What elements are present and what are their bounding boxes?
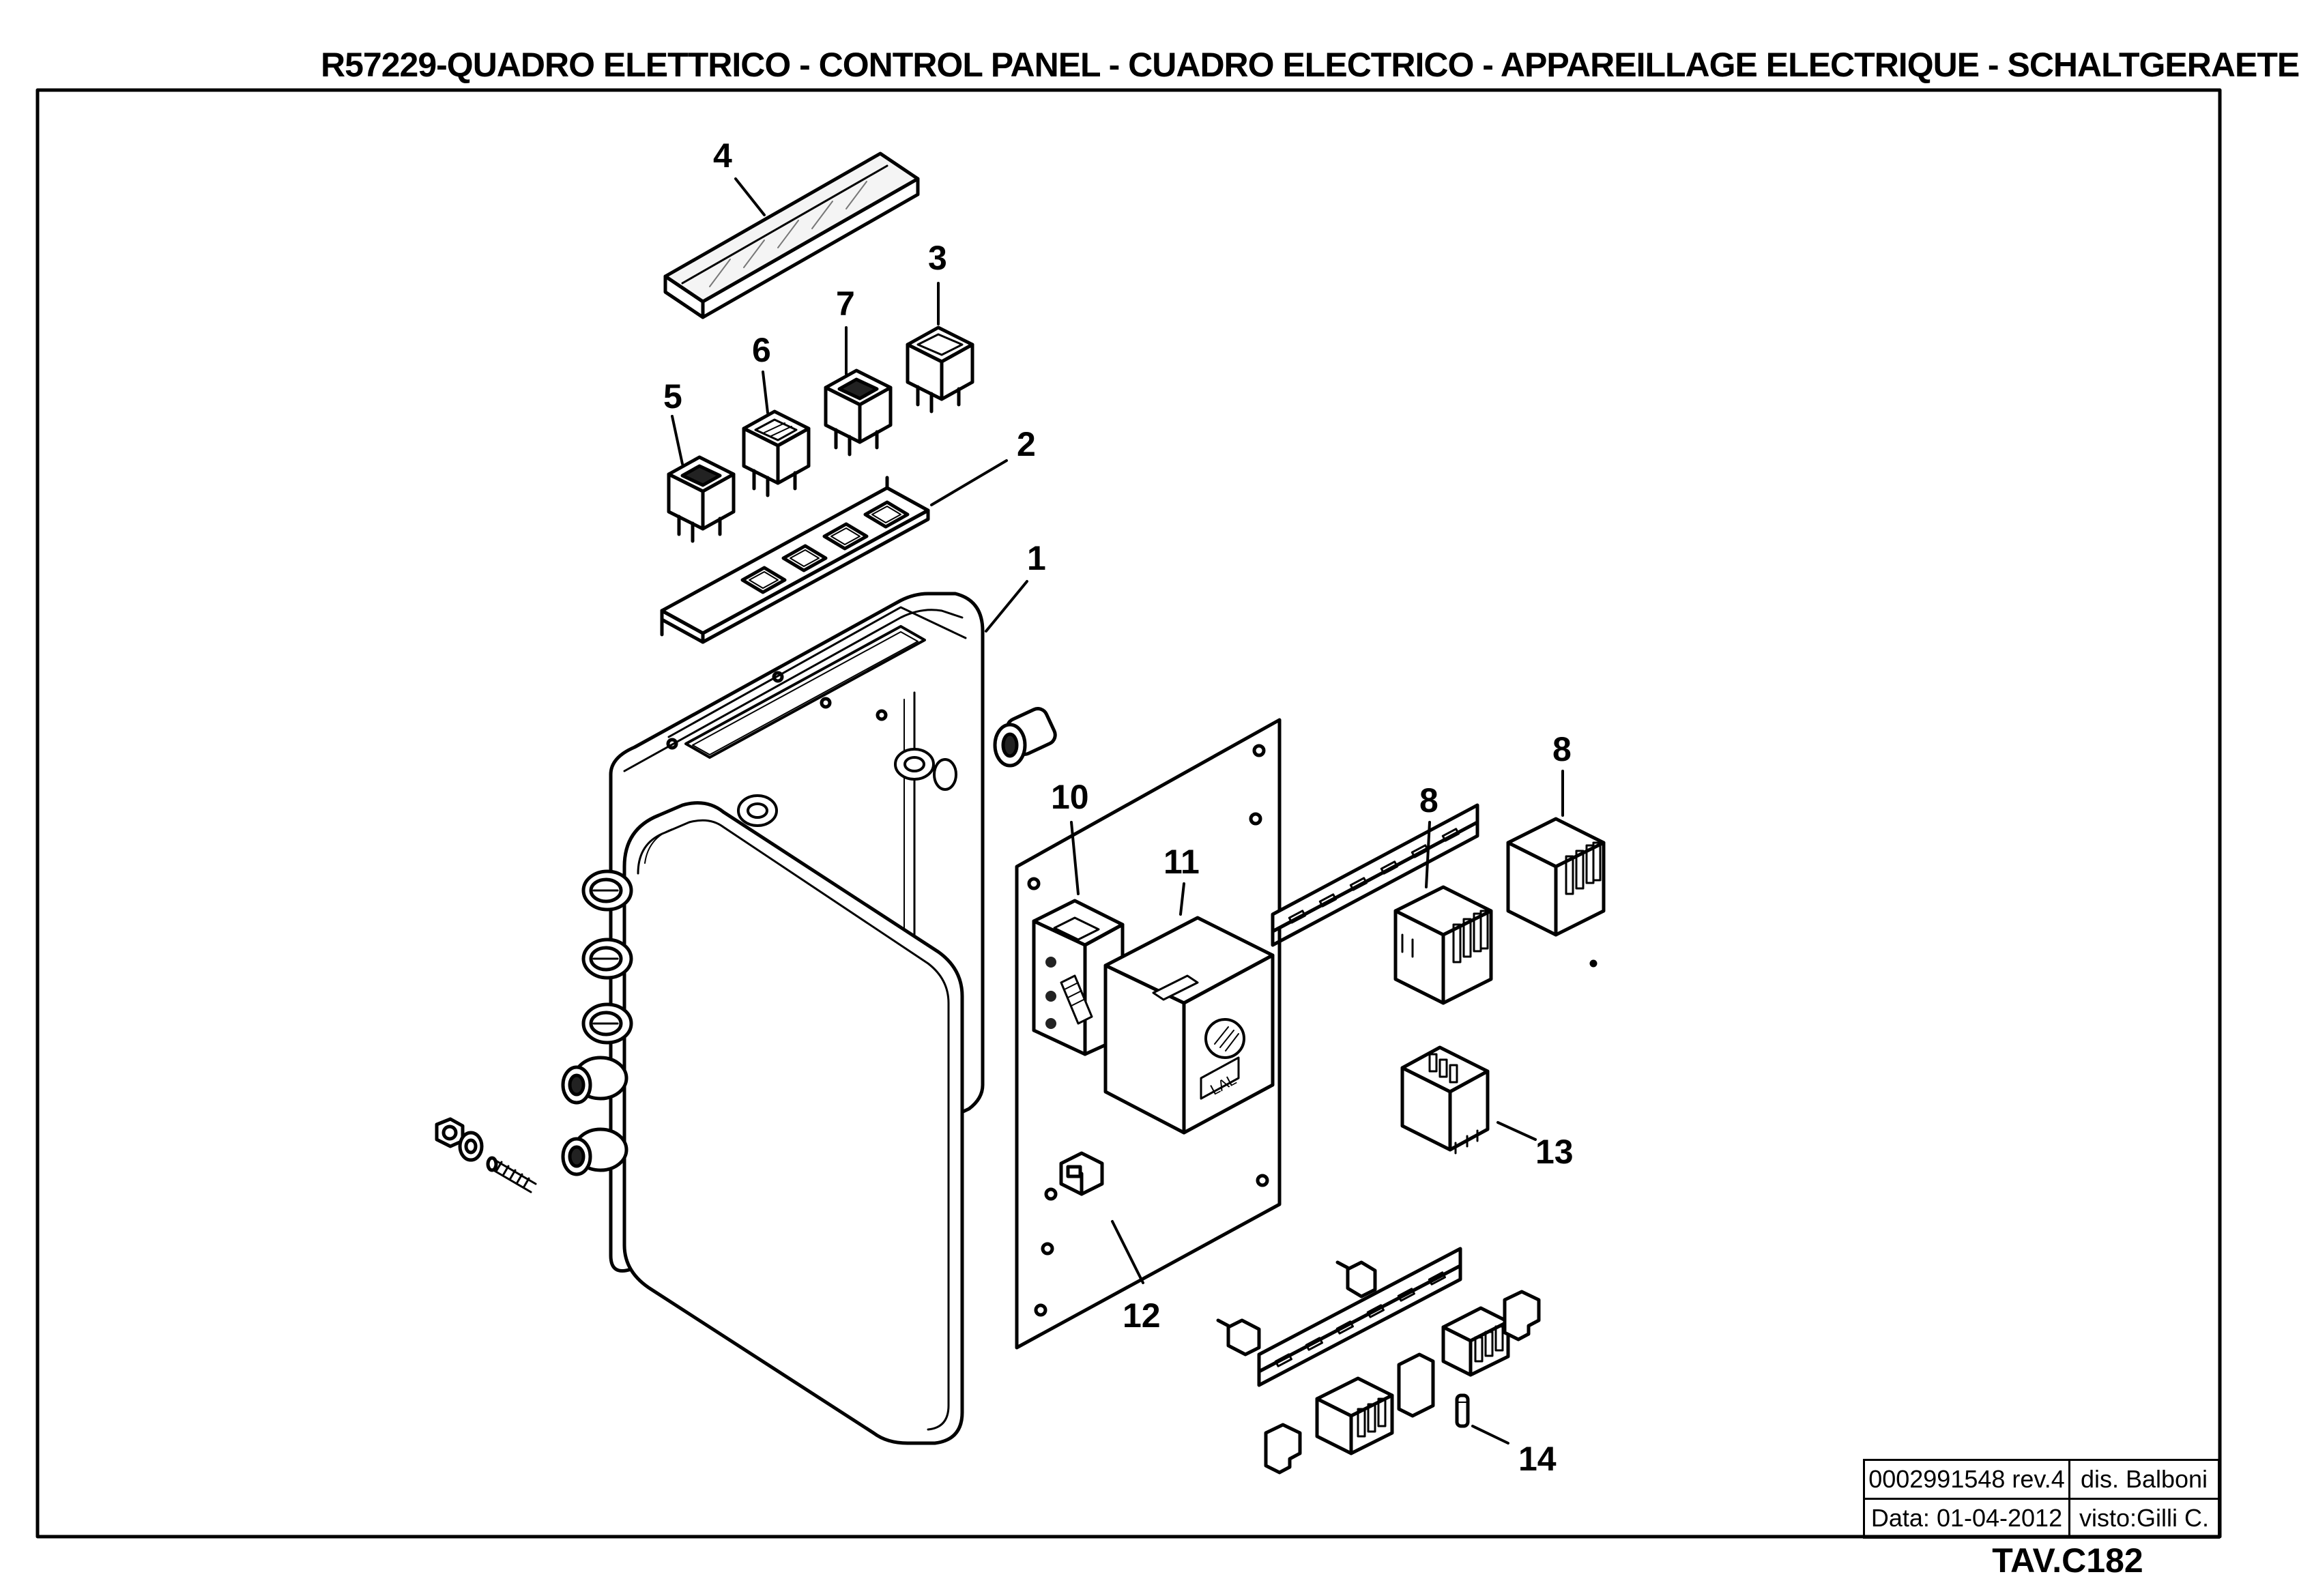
standoff-a	[1335, 1260, 1377, 1298]
callout-5: 5	[663, 377, 682, 416]
callout-11: 11	[1163, 843, 1200, 881]
drawing-title: R57229-QUADRO ELETTRICO - CONTROL PANEL …	[321, 46, 2299, 84]
din-rail-upper	[1271, 803, 1479, 947]
part-5-switch	[667, 455, 736, 543]
part-11-control-box: LAL	[1103, 916, 1275, 1135]
part-13-thermal-relay	[1400, 1045, 1490, 1155]
drawing-number: 0002991548 rev.4	[1863, 1459, 2070, 1500]
callout-6: 6	[752, 331, 771, 369]
callout-14: 14	[1518, 1440, 1557, 1478]
part-6-switch	[742, 409, 811, 497]
part-10-base-socket	[1032, 899, 1125, 1056]
part-1-front-cover	[622, 801, 964, 1445]
part-8-contactor-a	[1393, 885, 1493, 1005]
checked-by: visto:Gilli C.	[2068, 1498, 2220, 1539]
sheet-number: TAV.C182	[1992, 1541, 2143, 1580]
part-2-switch-plate	[660, 476, 930, 644]
dot	[1589, 959, 1597, 968]
din-rail-lower	[1257, 1247, 1462, 1387]
callout-3: 3	[928, 239, 947, 277]
standoff-b	[1216, 1318, 1261, 1356]
callout-2: 2	[1017, 425, 1036, 463]
side-fittings	[435, 869, 633, 1193]
callout-12: 12	[1123, 1296, 1161, 1335]
cable-gland-top	[993, 707, 1057, 768]
part-12-sensor	[1059, 1151, 1104, 1196]
part-4-cover-strip	[663, 151, 920, 319]
callout-4: 4	[713, 136, 732, 175]
callout-1: 1	[1027, 539, 1046, 577]
callout-10: 10	[1051, 778, 1089, 816]
leader-lines	[671, 177, 1564, 1445]
terminal-block-set	[1264, 1290, 1541, 1475]
drawing-frame	[35, 88, 2222, 1539]
callout-8-right: 8	[1552, 730, 1572, 768]
callout-7: 7	[836, 285, 855, 323]
part-3-switch	[906, 325, 974, 413]
callout-13: 13	[1535, 1133, 1574, 1171]
callout-8-left: 8	[1419, 781, 1438, 819]
part-8-contactor-b	[1506, 817, 1606, 937]
part-7-switch	[824, 368, 893, 456]
date: Data: 01-04-2012	[1863, 1498, 2070, 1539]
drawn-by: dis. Balboni	[2068, 1459, 2220, 1500]
